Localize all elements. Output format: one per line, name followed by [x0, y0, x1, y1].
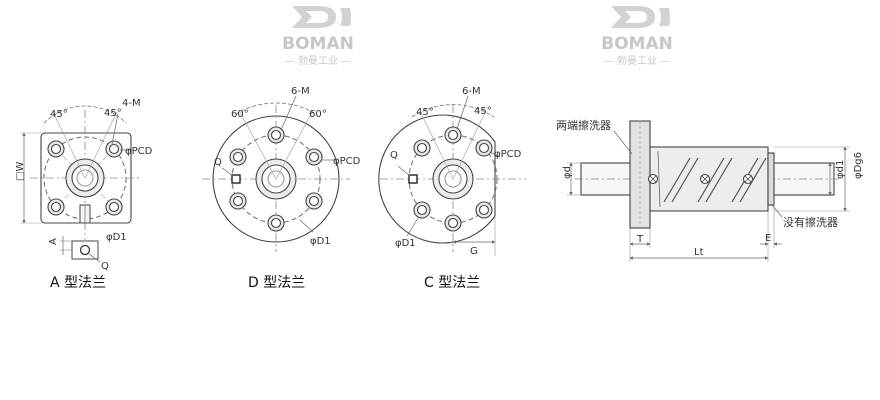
flange-c-labels: 6-M 45° 45° Q φPCD φD1 G C 型法兰: [390, 86, 522, 291]
nut-end-cap: [767, 152, 775, 206]
helix-grooves: [663, 157, 767, 203]
bolt-hole: [413, 201, 431, 219]
angle-label: 60°: [231, 109, 249, 120]
flange-d-labels: 6-M 60° 60° Q φPCD φD1 D 型法兰: [214, 86, 361, 291]
bolt-hole: [229, 148, 247, 166]
bolt-hole: [475, 201, 493, 219]
bolt-hole: [305, 148, 323, 166]
holes-label: 4-M: [122, 98, 141, 109]
bolt-hole: [444, 214, 462, 232]
flange-c-drawing: [378, 95, 526, 256]
washer-none-label: 没有擦洗器: [783, 215, 838, 229]
side-view-drawing: [567, 120, 850, 262]
angle-label: 60°: [309, 109, 327, 120]
pcd-label: φPCD: [125, 146, 153, 157]
watermark-right: BOMAN — 勃曼工业 —: [601, 6, 673, 67]
d1-label: φD1: [395, 238, 416, 249]
flange-d-drawing: [202, 95, 350, 252]
ball-marker: [699, 173, 711, 185]
angle-label: 45°: [416, 107, 434, 118]
watermark-brand: BOMAN: [601, 34, 673, 54]
angle-label: 45°: [474, 106, 492, 117]
watermark-brand: BOMAN: [282, 34, 354, 54]
q-label: Q: [101, 261, 109, 272]
dg6-label: φDg6: [853, 152, 864, 179]
flange-a-caption: A 型法兰: [50, 275, 106, 291]
watermark-tagline: — 勃曼工业 —: [604, 54, 670, 67]
bolt-hole: [47, 198, 65, 216]
bolt-hole: [475, 139, 493, 157]
flange-a-drawing: [20, 105, 140, 263]
angle-label: 45°: [104, 108, 122, 119]
a-label: A: [48, 238, 59, 245]
pcd-label: φPCD: [333, 156, 361, 167]
bolt-hole: [444, 126, 462, 144]
watermark-tagline: — 勃曼工业 —: [285, 54, 351, 67]
d1-label: φD1: [310, 236, 331, 247]
bolt-hole: [305, 192, 323, 210]
angle-label: 45°: [50, 109, 68, 120]
ball-marker: [742, 173, 754, 185]
d1-label: φd1: [835, 160, 846, 179]
bolt-hole: [47, 140, 65, 158]
bolt-hole: [105, 140, 123, 158]
e-label: E: [765, 233, 771, 244]
boman-logo-icon: [611, 6, 670, 28]
hub-bore: [76, 169, 94, 187]
q-label: Q: [390, 150, 398, 161]
holes-label: 6-M: [462, 86, 481, 97]
t-label: T: [636, 234, 644, 245]
bolt-hole: [267, 126, 285, 144]
hub-bore: [444, 170, 462, 188]
w-label: □W: [15, 162, 26, 181]
shaft-d-label: φd: [562, 166, 573, 179]
g-label: G: [470, 246, 478, 257]
bolt-hole: [105, 198, 123, 216]
holes-label: 6-M: [291, 86, 310, 97]
bolt-hole: [413, 139, 431, 157]
bolt-hole: [229, 192, 247, 210]
washer-two-ends-label: 两端擦洗器: [556, 118, 611, 132]
lt-label: Lt: [694, 247, 704, 258]
boman-logo-icon: [292, 6, 351, 28]
bolt-hole: [267, 214, 285, 232]
flange-d-caption: D 型法兰: [248, 275, 305, 291]
watermark-left: BOMAN — 勃曼工业 —: [282, 6, 354, 67]
pcd-label: φPCD: [494, 149, 522, 160]
hub-bore: [267, 170, 285, 188]
q-label: Q: [214, 157, 222, 168]
d1-label: φD1: [106, 232, 127, 243]
ball-marker: [647, 173, 659, 185]
flange-c-caption: C 型法兰: [424, 275, 480, 291]
flange-a-labels: 45° 45° 4-M φPCD □W φD1 A Q A 型法兰: [15, 98, 153, 291]
side-view-labels: 两端擦洗器 没有擦洗器 φd φd1 φDg6 T E Lt: [556, 118, 864, 258]
